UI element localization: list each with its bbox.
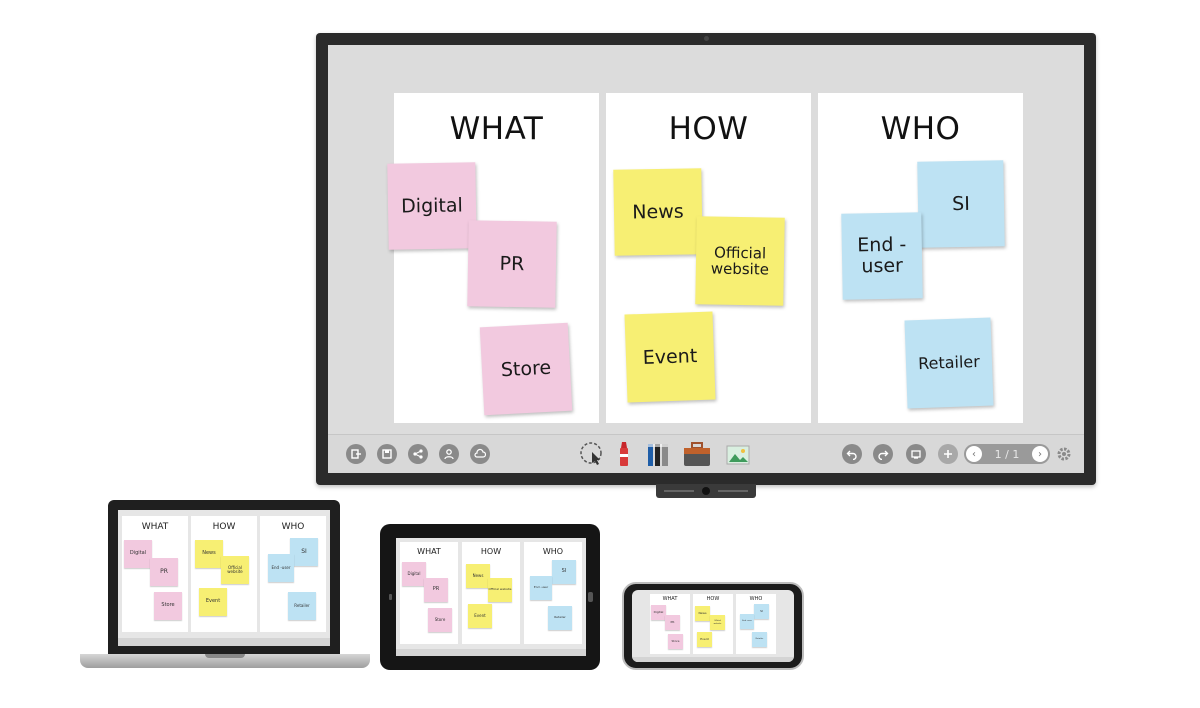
sticky-note: SI [290, 538, 318, 566]
tablet-camera [389, 594, 392, 600]
sticky-note: Digital [402, 562, 426, 586]
laptop-device: WHAT Digital PR Store HOW News Official … [108, 500, 340, 654]
sticky-note[interactable]: End -user [841, 212, 923, 300]
phone-toolbar [632, 657, 794, 662]
sticky-note: Store [428, 608, 452, 632]
sticky-note[interactable]: Store [479, 322, 573, 416]
sticky-note: SI [552, 560, 576, 584]
sticky-note: Official website [710, 615, 725, 630]
phone-device: WHAT Digital PR Store HOW News Official … [622, 582, 804, 670]
column-title: WHAT [662, 596, 678, 602]
sticky-note: Store [668, 634, 683, 649]
sticky-note[interactable]: Digital [387, 162, 477, 250]
interactive-display: WHAT Digital PR Store HOW News Official … [316, 33, 1096, 485]
sticky-note: PR [424, 578, 448, 602]
page-thumbnail-icon[interactable] [906, 444, 926, 464]
column-title: WHO [880, 111, 961, 147]
tablet-device: WHAT Digital PR Store HOW News Official … [380, 524, 600, 670]
column-title: WHAT [141, 522, 169, 532]
tablet-toolbar [396, 649, 586, 656]
sticky-note[interactable]: Event [624, 311, 716, 403]
column-title: WHO [749, 596, 763, 602]
laptop-screen: WHAT Digital PR Store HOW News Official … [118, 510, 330, 646]
settings-icon[interactable] [1056, 446, 1072, 462]
share-icon[interactable] [408, 444, 428, 464]
sticky-note: Retailer [288, 592, 316, 620]
laptop-notch [205, 654, 245, 658]
column-title: HOW [706, 596, 720, 602]
sticky-note: Official website [221, 556, 249, 584]
column-how: HOW News Official website Event [606, 93, 811, 423]
toolbox-icon[interactable] [682, 440, 712, 468]
sticky-note[interactable]: SI [917, 160, 1005, 248]
tablet-home-button [588, 592, 593, 602]
marker-pen-icon[interactable] [616, 440, 632, 468]
sticky-note: Event [468, 604, 492, 628]
next-page-icon[interactable]: › [1031, 446, 1048, 462]
column-title: WHAT [449, 111, 544, 147]
sticky-note: PR [665, 615, 680, 630]
bottom-toolbar: ‹ 1 / 1 › [328, 434, 1084, 473]
user-icon[interactable] [439, 444, 459, 464]
column-what: WHAT Digital PR Store [387, 93, 599, 423]
sticky-note: Retailer [548, 606, 572, 630]
sticky-note: News [195, 540, 223, 568]
sticky-note: SI [754, 604, 769, 619]
image-insert-icon[interactable] [724, 440, 752, 468]
sticky-note[interactable]: PR [467, 220, 557, 308]
exit-icon[interactable] [346, 444, 366, 464]
sticky-note: End -user [268, 554, 294, 582]
sticky-note: Retailer [752, 632, 767, 647]
column-title: WHO [281, 522, 305, 532]
select-cursor-icon[interactable] [578, 440, 606, 468]
sticky-note: Digital [124, 540, 152, 568]
cloud-user-icon[interactable] [470, 444, 490, 464]
prev-page-icon[interactable]: ‹ [966, 446, 982, 462]
board-area: WHAT Digital PR Store HOW News Official … [387, 93, 1026, 423]
phone-screen: WHAT Digital PR Store HOW News Official … [632, 590, 794, 662]
whiteboard-canvas[interactable]: WHAT Digital PR Store HOW News Official … [328, 45, 1084, 473]
laptop-base [80, 654, 370, 668]
tablet-screen: WHAT Digital PR Store HOW News Official … [396, 538, 586, 656]
add-page-icon[interactable] [938, 444, 958, 464]
sticky-note: Event [697, 632, 712, 647]
sticky-note: News [466, 564, 490, 588]
sticky-note: End -user [740, 614, 754, 629]
undo-icon[interactable] [842, 444, 862, 464]
text-tool-icon[interactable] [646, 440, 672, 468]
sticky-note[interactable]: Retailer [904, 317, 994, 409]
column-title: WHAT [417, 547, 441, 556]
display-camera [656, 484, 756, 498]
sticky-note: PR [150, 558, 178, 586]
column-title: HOW [212, 522, 236, 532]
column-who: WHO SI End -user Retailer [818, 93, 1023, 423]
laptop-toolbar [118, 638, 330, 646]
sticky-note: Store [154, 592, 182, 620]
column-title: WHO [542, 547, 564, 556]
sticky-note[interactable]: News [613, 168, 703, 256]
sticky-note: Official website [488, 578, 512, 602]
page-indicator: 1 / 1 [994, 447, 1020, 461]
sticky-note: Event [199, 588, 227, 616]
sticky-note: End -user [530, 576, 552, 600]
sticky-note: Digital [651, 605, 666, 620]
redo-icon[interactable] [873, 444, 893, 464]
column-title: HOW [480, 547, 502, 556]
column-title: HOW [668, 111, 749, 147]
sticky-note[interactable]: Official website [695, 216, 785, 306]
front-sensor [704, 36, 709, 41]
save-icon[interactable] [377, 444, 397, 464]
sticky-note: News [695, 606, 710, 621]
page-navigator: ‹ 1 / 1 › [964, 444, 1050, 464]
